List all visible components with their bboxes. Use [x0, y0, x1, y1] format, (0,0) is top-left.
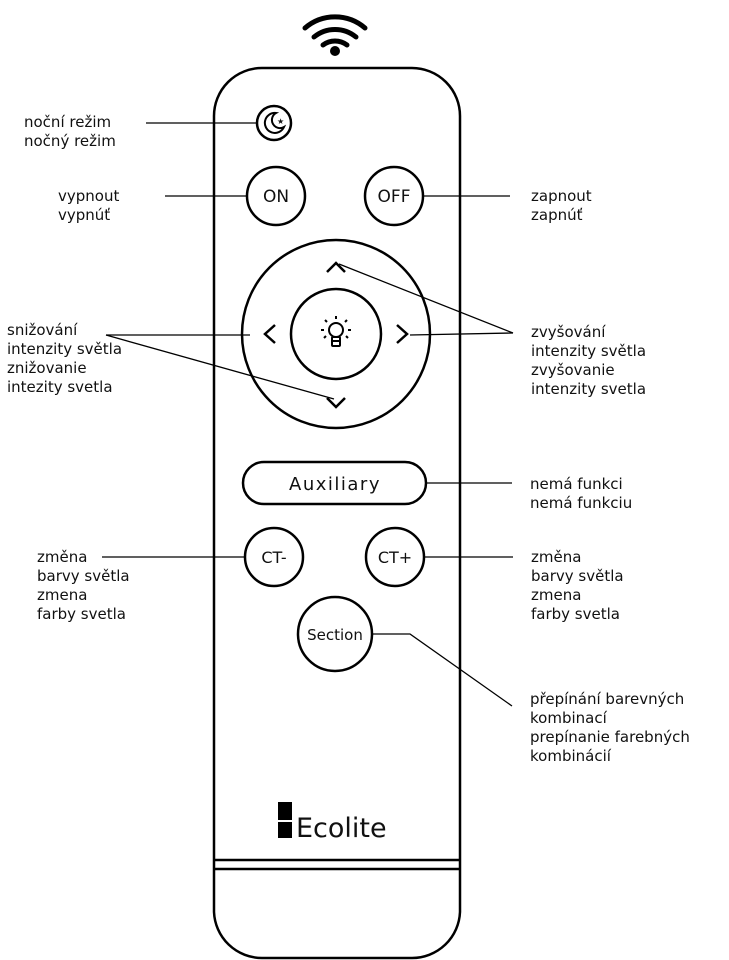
label-line: vypnout — [58, 187, 120, 205]
label-line: prepínanie farebných — [530, 728, 690, 746]
on-button[interactable]: ON — [245, 165, 307, 227]
label-line: vypnúť — [58, 206, 111, 224]
label-color-change-right: změna barvy světla zmena farby svetla — [531, 548, 624, 624]
label-increase: zvyšování intenzity světla zvyšovanie in… — [531, 323, 646, 399]
label-line: barvy světla — [37, 567, 130, 585]
label-line: farby svetla — [531, 605, 620, 623]
off-button-label: OFF — [378, 187, 411, 207]
label-line: intenzity svetla — [531, 380, 647, 398]
ct-minus-button-label: CT- — [261, 548, 286, 567]
svg-text:★: ★ — [277, 117, 284, 126]
on-button-label: ON — [263, 187, 289, 207]
arrow-left-icon[interactable] — [263, 324, 276, 344]
label-off-action: vypnout vypnúť — [58, 187, 119, 225]
label-on-action: zapnout zapnúť — [531, 187, 592, 225]
ct-plus-button[interactable]: CT+ — [364, 526, 426, 588]
label-section: přepínání barevných kombinací prepínanie… — [530, 690, 690, 766]
label-line: změna — [37, 548, 88, 566]
label-line: noční režim — [24, 113, 112, 131]
label-color-change-left: změna barvy světla zmena farby svetla — [37, 548, 130, 624]
label-line: nemá funkciu — [530, 494, 633, 512]
bulb-icon — [321, 316, 351, 347]
label-line: zapnúť — [531, 206, 583, 224]
brand-name: Ecolite — [296, 813, 387, 844]
label-auxiliary: nemá funkci nemá funkciu — [530, 475, 632, 513]
label-line: intenzity světla — [531, 342, 647, 360]
label-line: zvyšování — [531, 323, 606, 341]
moon-star-icon: ★ — [263, 111, 287, 134]
light-center-button[interactable] — [289, 287, 383, 381]
label-line: přepínání barevných — [530, 690, 685, 708]
label-line: zmena — [531, 586, 582, 604]
arrow-right-icon[interactable] — [396, 324, 409, 344]
night-mode-button[interactable]: ★ — [255, 104, 293, 142]
auxiliary-button[interactable]: Auxiliary — [241, 460, 428, 506]
section-button-label: Section — [307, 626, 363, 644]
label-line: barvy světla — [531, 567, 624, 585]
ct-plus-button-label: CT+ — [378, 548, 412, 567]
label-line: zapnout — [531, 187, 592, 205]
label-line: zvyšovanie — [531, 361, 615, 379]
label-line: kombinací — [530, 709, 607, 727]
label-line: nočný režim — [24, 132, 116, 150]
off-button[interactable]: OFF — [363, 165, 425, 227]
ct-minus-button[interactable]: CT- — [243, 526, 305, 588]
label-line: intezity svetla — [7, 378, 113, 396]
arrow-down-icon[interactable] — [326, 397, 346, 409]
label-line: farby svetla — [37, 605, 126, 623]
auxiliary-button-label: Auxiliary — [289, 474, 381, 495]
label-line: snižování — [7, 321, 78, 339]
section-button[interactable]: Section — [296, 595, 374, 673]
label-decrease: snižování intenzity světla znižovanie in… — [7, 321, 122, 397]
label-line: kombinácií — [530, 747, 611, 765]
arrow-up-icon[interactable] — [326, 261, 346, 273]
label-line: intenzity světla — [7, 340, 123, 358]
label-line: zmena — [37, 586, 88, 604]
label-line: nemá funkci — [530, 475, 623, 493]
leader-lines — [102, 122, 514, 707]
ecolite-logo: Ecolite — [278, 802, 387, 844]
label-line: znižovanie — [7, 359, 87, 377]
wifi-icon — [302, 14, 368, 56]
label-line: změna — [531, 548, 582, 566]
label-night-mode: noční režim nočný režim — [24, 113, 116, 151]
